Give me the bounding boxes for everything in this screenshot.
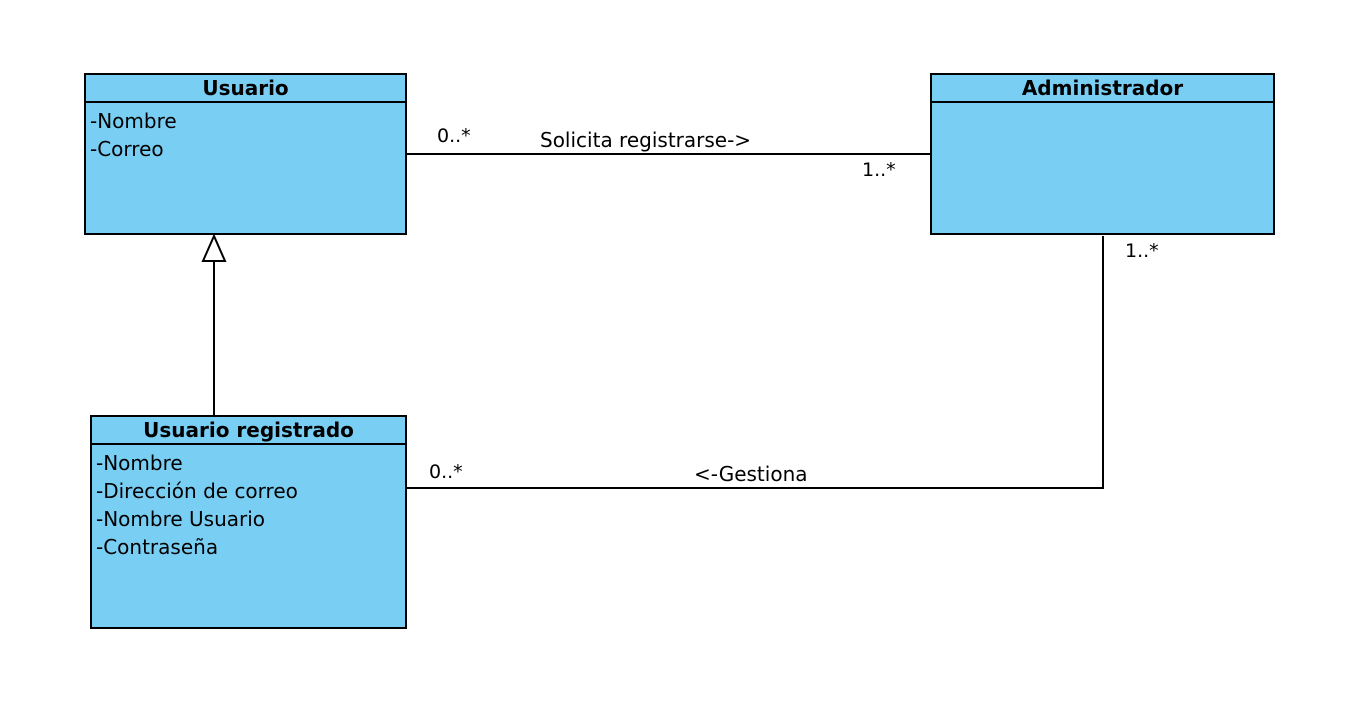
class-usuario-attributes: -Nombre -Correo [86,103,405,163]
association-gestiona-line [407,236,1104,489]
class-usuario-name: Usuario [86,75,405,103]
generalization-arrowhead-icon [201,233,227,262]
association-solicita-label: Solicita registrarse-> [520,128,772,152]
association-gestiona-source-multiplicity: 0..* [429,461,463,483]
attribute: -Contraseña [96,535,219,559]
class-usuario-registrado-name: Usuario registrado [92,417,405,445]
class-usuario-registrado-attributes: -Nombre -Dirección de correo -Nombre Usu… [92,445,405,561]
association-gestiona-label: <-Gestiona [672,462,830,486]
class-usuario-registrado[interactable]: Usuario registrado -Nombre -Dirección de… [90,415,407,629]
attribute: -Correo [90,137,164,161]
association-solicita-target-multiplicity: 1..* [862,159,896,181]
attribute: -Dirección de correo [96,479,298,503]
attribute: -Nombre [90,109,177,133]
association-gestiona-target-multiplicity: 1..* [1125,240,1159,262]
association-solicita-source-multiplicity: 0..* [437,125,471,147]
attribute: -Nombre Usuario [96,507,266,531]
class-administrador-name: Administrador [932,75,1273,103]
class-administrador[interactable]: Administrador [930,73,1275,235]
attribute: -Nombre [96,451,183,475]
class-administrador-attributes [932,103,1273,107]
class-usuario[interactable]: Usuario -Nombre -Correo [84,73,407,235]
